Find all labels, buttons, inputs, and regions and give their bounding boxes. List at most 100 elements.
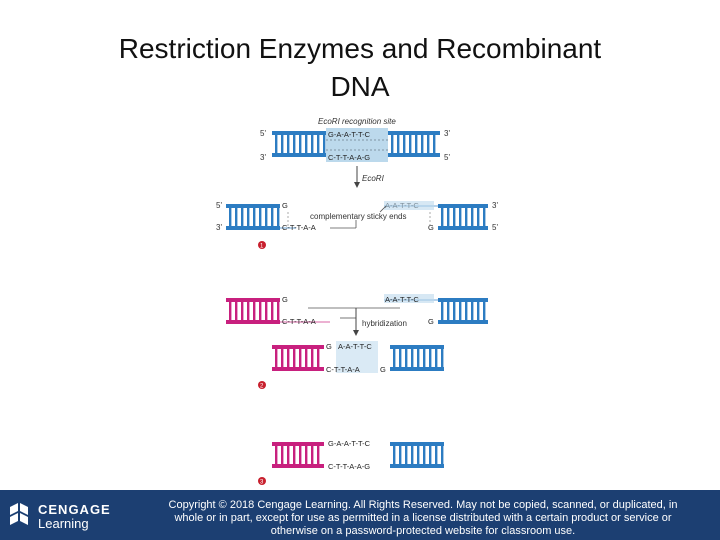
left-fragment-base-pair [253,208,256,226]
recombinant-nt-g-bottom: G [380,365,386,374]
original-dna-left-base-pair [287,135,290,153]
original-dna-right-base-pair [433,135,436,153]
recombinant-blue-base-pair [405,349,408,367]
original-dna-right-base-pair [415,135,418,153]
ligated-blue-base-pair [441,446,444,464]
recombinant-dna-diagram: EcoRI recognition site 5' 3' 3' 5' G-A-A… [216,117,498,486]
left-fragment-base-pair [241,208,244,226]
footer-bar: CENGAGE Learning Copyright © 2018 Cengag… [0,490,720,540]
original-dna-left-top-backbone [272,131,326,135]
left-fragment-base-pair [265,208,268,226]
ligated-magenta-base-pair [305,446,308,464]
slide-title-line2: DNA [330,71,390,102]
magenta-fragment-base-pair [229,302,232,320]
step-badge-2 [258,381,266,389]
original-dna-left-base-pair [317,135,320,153]
logo-word-learning: Learning [38,516,89,531]
recombinant-magenta-base-pair [299,349,302,367]
recombinant-magenta-base-pair [275,349,278,367]
end-label-5-bottom: 5' [444,153,450,162]
cengage-logo-icon [10,503,28,525]
overhang-cttaa-magenta-fragment: C-T-T-A-A [282,317,316,326]
original-dna-left-base-pair [305,135,308,153]
recombinant-magenta-base-pair [281,349,284,367]
recombinant-blue-base-pair [423,349,426,367]
recombinant-blue-base-pair [411,349,414,367]
overhang-cttaa-left-fragment: C-T-T-A-A [282,223,316,232]
ligated-blue-base-pair [405,446,408,464]
original-dna-right-base-pair [421,135,424,153]
nt-g-blue-fragment: G [428,317,434,326]
overhang-aattc-blue-fragment: A-A-T-T-C [385,295,419,304]
ligated-magenta-base-pair [281,446,284,464]
sticky-ends-label: complementary sticky ends [310,212,406,221]
recombinant-magenta-base-pair [293,349,296,367]
nt-g-right-fragment: G [428,223,434,232]
ligated-magenta-base-pair [287,446,290,464]
end-label-3-left-fragment: 3' [216,223,222,232]
ligated-blue-base-pair [429,446,432,464]
blue-fragment-base-pair [453,302,456,320]
end-label-3-bottom: 3' [260,153,266,162]
ligated-blue-top-backbone [390,442,444,446]
right-fragment-base-pair [477,208,480,226]
ligated-magenta-base-pair [299,446,302,464]
left-fragment-base-pair [277,208,280,226]
blue-fragment-bottom-backbone [438,320,488,324]
enzyme-label: EcoRI [362,174,385,183]
recombinant-blue-base-pair [417,349,420,367]
copyright-line2: whole or in part, except for use as perm… [174,512,672,524]
blue-fragment-top-backbone [438,298,488,302]
copyright-notice: Copyright © 2018 Cengage Learning. All R… [130,499,716,538]
magenta-fragment-base-pair [277,302,280,320]
blue-fragment-base-pair [441,302,444,320]
recombinant-magenta-top-backbone [272,345,324,349]
recombinant-top-overhang: A-A-T-T-C [338,342,372,351]
end-label-3-top: 3' [444,129,450,138]
ligated-bottom-sequence: C-T-T-A-A-G [328,462,370,471]
ligated-magenta-base-pair [311,446,314,464]
blue-fragment-base-pair [477,302,480,320]
dna-segment-right-fragment [438,204,488,230]
magenta-fragment-base-pair [265,302,268,320]
dna-segment-ligated-blue [390,442,444,468]
magenta-fragment-base-pair [235,302,238,320]
ligated-magenta-top-backbone [272,442,324,446]
dna-segment-blue-fragment [438,298,488,324]
left-fragment-base-pair [229,208,232,226]
original-dna-right-base-pair [397,135,400,153]
step-badge-1 [258,241,266,249]
dna-segment-left-fragment [226,204,280,230]
ligated-magenta-base-pair [317,446,320,464]
dna-segment-recombinant-blue [390,345,444,371]
left-fragment-base-pair [235,208,238,226]
right-fragment-base-pair [465,208,468,226]
dna-segment-recombinant-magenta [272,345,324,371]
right-fragment-bottom-backbone [438,226,488,230]
ligated-blue-base-pair [435,446,438,464]
ligated-blue-base-pair [399,446,402,464]
dna-segment-magenta-fragment [226,298,280,324]
right-fragment-top-backbone [438,204,488,208]
dna-segment-original-dna-left [272,131,326,157]
ligated-blue-bottom-backbone [390,464,444,468]
recombinant-nt-g-top: G [326,342,332,351]
right-fragment-base-pair [453,208,456,226]
recognition-site-highlight [326,128,388,162]
recombinant-blue-bottom-backbone [390,367,444,371]
end-label-5-left-fragment: 5' [216,201,222,210]
original-dna-right-base-pair [403,135,406,153]
magenta-fragment-base-pair [259,302,262,320]
magenta-fragment-base-pair [247,302,250,320]
recognition-site-label: EcoRI recognition site [318,117,396,126]
original-dna-left-base-pair [281,135,284,153]
end-label-3-right-fragment: 3' [492,201,498,210]
nt-g-magenta-fragment: G [282,295,288,304]
ligated-blue-base-pair [423,446,426,464]
original-dna-right-base-pair [427,135,430,153]
slide-title-line1: Restriction Enzymes and Recombinant [118,33,602,64]
blue-fragment-base-pair [459,302,462,320]
recombinant-magenta-bottom-backbone [272,367,324,371]
recombinant-blue-base-pair [393,349,396,367]
hybridization-label: hybridization [362,319,407,328]
